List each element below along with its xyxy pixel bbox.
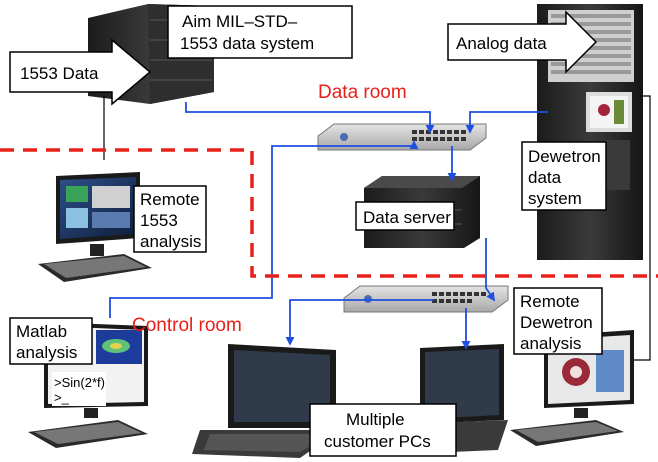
label-dewetron-line3: system [528, 189, 582, 208]
label-aim-line1: Aim MIL–STD– [182, 12, 298, 31]
box-remote-dewetron [513, 287, 603, 355]
box-customer-pcs [309, 403, 457, 457]
box-dewetron [521, 141, 607, 211]
label-remote-1553-line2: 1553 [140, 211, 178, 230]
label-remote-1553-line1: Remote [140, 190, 200, 209]
matlab-console [52, 372, 106, 406]
callout-1553-data: 1553 Data [9, 38, 152, 106]
link-1553-to-switch [185, 102, 435, 134]
label-remote-dewetron-line2: Dewetron [520, 313, 593, 332]
link-dewetron-remote [634, 95, 651, 361]
label-data-server: Data server [363, 208, 451, 227]
network-links [109, 102, 548, 350]
box-matlab [9, 317, 93, 365]
label-control-room: Control room [132, 315, 242, 336]
link-control-to-switch [109, 140, 419, 318]
label-remote-dewetron-line3: analysis [520, 334, 581, 353]
label-analog-data: Analog data [456, 34, 547, 53]
label-dewetron-line2: data [528, 168, 562, 187]
callout-analog-data: Analog data [447, 10, 598, 74]
laptop-left-icon [192, 344, 340, 458]
label-remote-dewetron-line1: Remote [520, 292, 580, 311]
label-data-room: Data room [318, 82, 407, 103]
label-remote-1553-line3: analysis [140, 232, 201, 251]
link-server-to-switch-bottom [485, 238, 495, 302]
room-divider [0, 148, 658, 278]
label-matlab-code1: >Sin(2*f) [54, 375, 105, 390]
label-aim-line2: 1553 data system [180, 34, 314, 53]
label-matlab-code2: >_ [54, 390, 70, 405]
label-customer-line1: Multiple [346, 410, 405, 429]
link-dewetron-to-switch [465, 111, 548, 134]
label-matlab-line2: analysis [16, 343, 77, 362]
label-dewetron-line1: Dewetron [528, 147, 601, 166]
box-data-server [355, 201, 455, 231]
box-aim [167, 5, 353, 59]
monitor-1553-icon [38, 172, 152, 282]
label-matlab-line1: Matlab [16, 322, 67, 341]
label-1553-data: 1553 Data [20, 64, 99, 83]
switch-bottom-icon [343, 285, 509, 313]
link-switch-to-laptop-left [285, 299, 434, 346]
label-customer-line2: customer PCs [324, 432, 431, 451]
box-remote-1553 [133, 185, 207, 253]
